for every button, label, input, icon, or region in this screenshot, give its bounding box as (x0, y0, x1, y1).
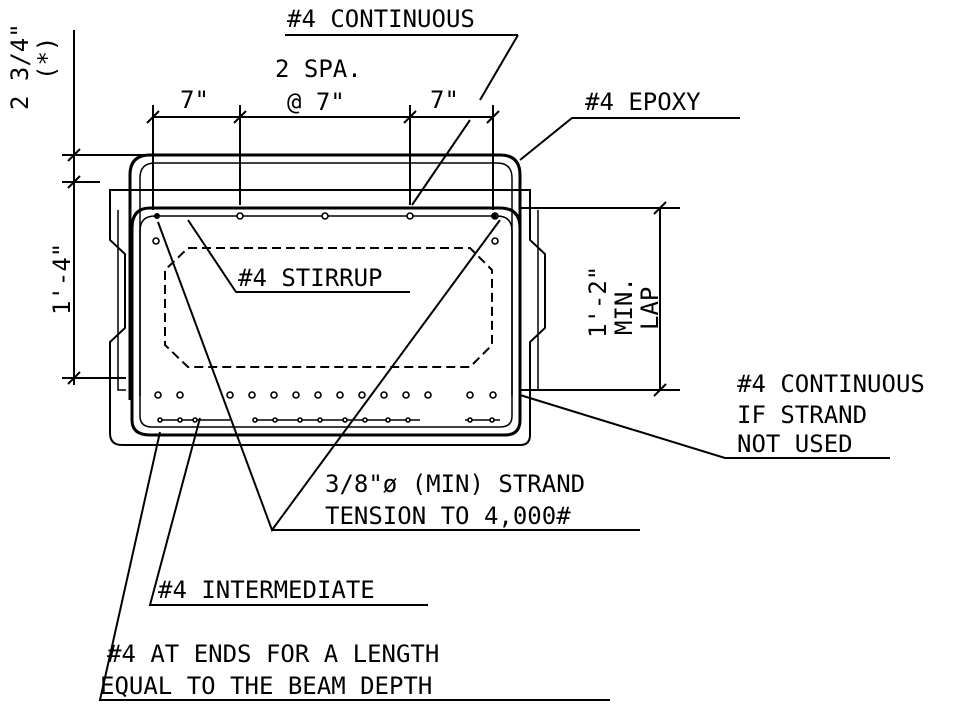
label-dim-height: 1'-4" (48, 243, 76, 315)
corner-bar (154, 213, 160, 219)
top-bar (321, 212, 329, 220)
leader-intermediate (148, 417, 428, 606)
label-cont-if-strand-3: NOT USED (737, 430, 853, 458)
right-side-slot (530, 210, 539, 391)
label-dim-lap: 1'-2" (584, 266, 612, 338)
label-cont-if-strand-2: IF STRAND (737, 401, 867, 429)
label-two-spa: 2 SPA. (275, 55, 362, 83)
label-ends-1: #4 AT ENDS FOR A LENGTH (107, 640, 439, 668)
left-dimension (62, 30, 148, 385)
label-epoxy: #4 EPOXY (585, 88, 701, 116)
left-side-slot (117, 210, 126, 391)
beam-outline (109, 189, 546, 446)
label-stirrup: #4 STIRRUP (238, 264, 383, 292)
label-left-spacing: 7" (180, 86, 209, 114)
corner-bar (491, 213, 497, 219)
label-dim-top-vertical-note: (*) (33, 37, 61, 80)
top-bar (236, 212, 244, 220)
side-hole (152, 237, 160, 245)
leader-ends (98, 431, 610, 701)
lap-dimension (520, 201, 680, 397)
leader-strand (157, 219, 640, 533)
main-stirrup-outer (130, 206, 522, 437)
label-dim-top-vertical: 2 3/4" (6, 23, 34, 110)
leader-epoxy (519, 117, 740, 161)
label-right-spacing: 7" (430, 86, 459, 114)
label-strand-2: TENSION TO 4,000# (325, 502, 571, 530)
intermediate-bar-row (157, 417, 500, 423)
label-dim-lap-lap: LAP (636, 287, 664, 330)
leader-stirrup (187, 219, 410, 293)
top-bar (406, 212, 414, 220)
label-at-7: @ 7" (287, 88, 345, 116)
label-ends-2: EQUAL TO THE BEAM DEPTH (100, 672, 432, 700)
leader-continuous-top (411, 34, 519, 206)
label-dim-lap-min: MIN. (610, 277, 638, 335)
label-intermediate: #4 INTERMEDIATE (158, 576, 375, 604)
leader-cont-if-strand (519, 394, 890, 459)
main-stirrup-inner (139, 215, 513, 428)
spacing-dimension (146, 105, 500, 210)
bottom-strands (154, 391, 497, 399)
side-hole (491, 237, 499, 245)
label-strand-1: 3/8"ø (MIN) STRAND (325, 470, 585, 498)
label-cont-if-strand-1: #4 CONTINUOUS (737, 370, 925, 398)
label-continuous-top: #4 CONTINUOUS (287, 5, 475, 33)
